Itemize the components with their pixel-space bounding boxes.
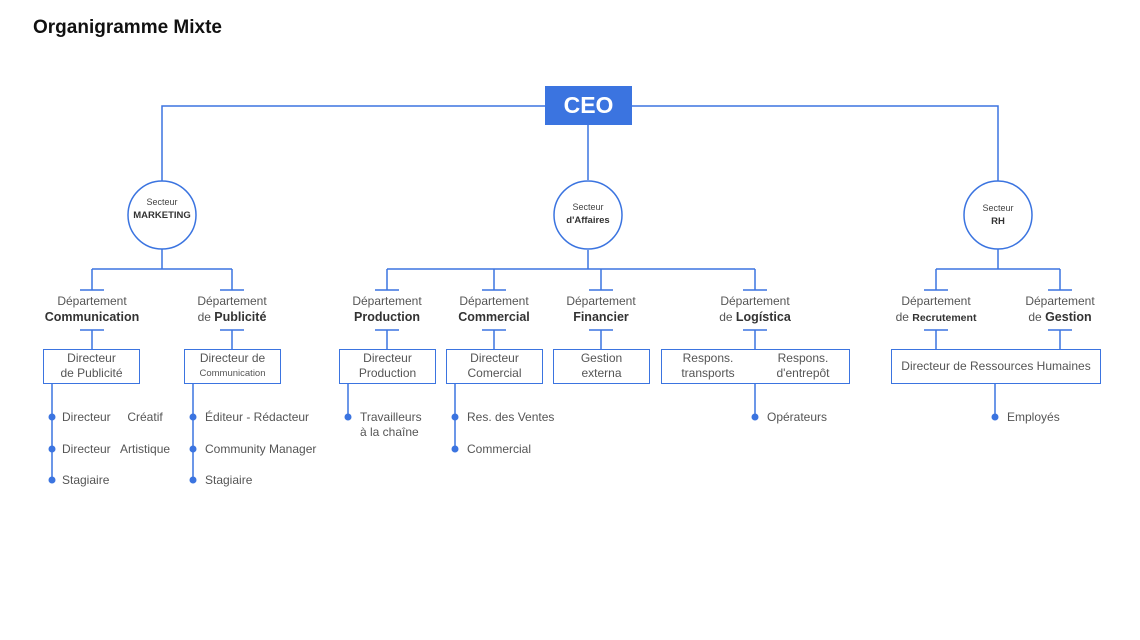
list-item: Opérateurs — [767, 410, 828, 424]
box-line: Directeur — [470, 351, 519, 365]
list-item: Directeur Artistique — [62, 442, 171, 456]
ceo-box: CEO — [545, 86, 632, 125]
bullet — [48, 413, 56, 421]
sector-affaires-label: Secteur d'Affaires — [548, 201, 628, 227]
list-item: Employés — [1007, 410, 1060, 424]
dept-commercial-line1: Département — [459, 294, 529, 308]
list-item: Res. des Ventes — [467, 410, 555, 424]
dept-communication-name: Communication — [44, 310, 140, 324]
sector-circle-marketing — [127, 180, 197, 250]
list-item: Stagiaire — [205, 473, 253, 487]
dept-logistica: Département de Logística — [695, 293, 815, 325]
box-directeur-communication — [184, 349, 281, 384]
sector-circle-rh — [963, 180, 1033, 250]
dept-recrutement-name: Recrutement — [912, 312, 977, 324]
box-respons-logistica — [661, 349, 850, 384]
sector-affaires-line1: Secteur — [572, 202, 604, 212]
dept-publicite-prefix: de — [197, 310, 215, 324]
box-line: Directeur — [363, 351, 412, 365]
dept-recrutement: Département de Recrutement — [876, 293, 996, 326]
dept-communication: Département Communication — [32, 293, 152, 325]
box-respons-transports-text: Respons. transports — [663, 351, 753, 381]
list-item: Stagiaire — [62, 473, 110, 487]
dept-commercial: Département Commercial — [434, 293, 554, 325]
page-title: Organigramme Mixte — [33, 17, 222, 38]
dept-production-name: Production — [354, 310, 420, 324]
list-item: Directeur Créatif — [62, 410, 163, 424]
dept-gestion-prefix: de — [1028, 310, 1046, 324]
box-line: Respons. — [682, 351, 734, 365]
list-item: Éditeur - Rédacteur — [205, 410, 310, 424]
box-line: Respons. — [777, 351, 829, 365]
dept-logistica-line1: Département — [720, 294, 790, 308]
sector-rh-name: RH — [991, 216, 1005, 227]
bullet — [48, 445, 56, 453]
bullet — [344, 413, 352, 421]
box-line: Comercial — [467, 366, 522, 380]
sector-marketing-name: MARKETING — [133, 210, 191, 221]
box-line: d'entrepôt — [776, 366, 830, 380]
dept-logistica-name: Logística — [735, 310, 791, 324]
dept-recrutement-prefix: de — [895, 310, 913, 324]
dept-gestion-name: Gestion — [1045, 310, 1092, 324]
sector-rh-line1: Secteur — [982, 203, 1014, 213]
dept-production-line1: Département — [352, 294, 422, 308]
box-directeur-comercial — [446, 349, 543, 384]
box-directeur-rh-text: Directeur de Ressources Humaines — [901, 359, 1091, 373]
dept-production: Département Production — [327, 293, 447, 325]
dept-financier-name: Financier — [573, 310, 629, 324]
sector-circle-affaires — [553, 180, 623, 250]
dept-financier: Département Financier — [541, 293, 661, 325]
box-directeur-comercial-text: Directeur Comercial — [446, 351, 543, 381]
dept-commercial-name: Commercial — [458, 310, 530, 324]
box-respons-entrepot-text: Respons. d'entrepôt — [758, 351, 848, 381]
box-line: de Publicité — [60, 366, 123, 380]
list-item: Travailleurs — [360, 410, 422, 424]
box-directeur-publicite — [43, 349, 140, 384]
sector-affaires-name: d'Affaires — [566, 215, 610, 226]
dept-logistica-prefix: de — [719, 310, 736, 324]
list-item: Commercial — [467, 442, 532, 456]
list-item: à la chaîne — [360, 425, 419, 439]
bullet — [189, 445, 197, 453]
box-line: Production — [358, 366, 417, 380]
bullet — [991, 413, 999, 421]
box-directeur-communication-text: Directeur de Communication — [184, 351, 281, 381]
bullet — [751, 413, 759, 421]
box-line: Communication — [199, 368, 266, 379]
bullet — [189, 476, 197, 484]
box-line: Gestion — [580, 351, 623, 365]
list-item: Community Manager — [205, 442, 317, 456]
box-gestion-externa-text: Gestion externa — [553, 351, 650, 381]
box-directeur-production — [339, 349, 436, 384]
box-directeur-production-text: Directeur Production — [339, 351, 436, 381]
box-line: Directeur de — [199, 351, 266, 365]
bullet — [189, 413, 197, 421]
box-line: transports — [681, 366, 735, 380]
box-line: externa — [581, 366, 622, 380]
sector-marketing-label: Secteur MARKETING — [122, 196, 202, 222]
sector-rh-label: Secteur RH — [958, 202, 1038, 228]
bullet — [451, 413, 459, 421]
dept-recrutement-line1: Département — [901, 294, 971, 308]
dept-publicite: Département de Publicité — [172, 293, 292, 325]
dept-communication-line1: Département — [57, 294, 127, 308]
sector-marketing-line1: Secteur — [146, 197, 178, 207]
dept-gestion: Département de Gestion — [1000, 293, 1120, 325]
bullet — [451, 445, 459, 453]
dept-gestion-line1: Département — [1025, 294, 1095, 308]
box-directeur-publicite-text: Directeur de Publicité — [43, 351, 140, 381]
box-line: Directeur — [67, 351, 116, 365]
box-directeur-rh — [891, 349, 1101, 384]
bullet — [48, 476, 56, 484]
dept-publicite-line1: Département — [197, 294, 267, 308]
dept-publicite-name: Publicité — [214, 310, 267, 324]
box-gestion-externa — [553, 349, 650, 384]
dept-financier-line1: Département — [566, 294, 636, 308]
